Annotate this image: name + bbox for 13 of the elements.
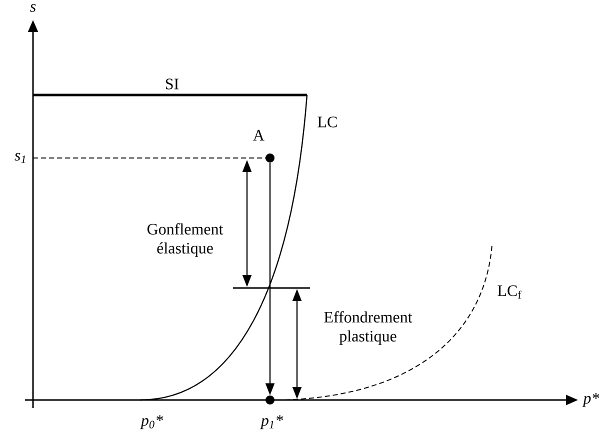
axis-label: s [30,4,36,12]
axis-label: p$_{1}$* [260,415,284,430]
point-label: A [253,130,264,140]
axis-label: p$_{0}$* [140,415,164,430]
curve-label: SI [166,78,179,90]
curve-label: LC [318,116,337,128]
curve-label: LC$_{f}$ [498,285,522,299]
axis-label: s$_{1}$ [14,152,26,164]
point-dot [266,154,274,162]
axis-label: p* [582,393,600,407]
annotation-text: Effondrement plastique [324,311,412,345]
point-dot [266,396,274,404]
annotation-text: Gonflement élastique [147,223,224,257]
